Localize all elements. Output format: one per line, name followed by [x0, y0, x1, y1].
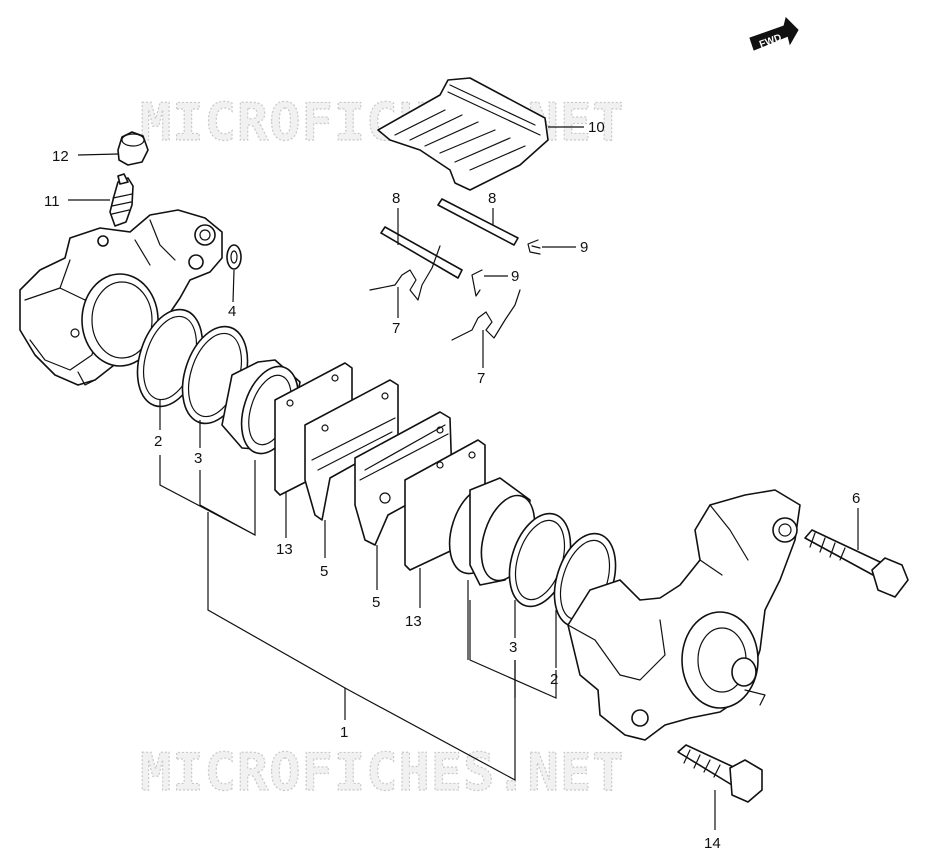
callout-2-right: 2	[550, 671, 558, 688]
callout-5-right: 5	[372, 594, 380, 611]
callout-8-right: 8	[488, 190, 496, 207]
callout-4: 4	[228, 303, 236, 320]
pad-pin-left	[380, 226, 463, 279]
callout-1: 1	[340, 724, 348, 741]
callout-13-left: 13	[276, 541, 293, 558]
callout-11: 11	[44, 193, 60, 210]
mounting-bolt-upper	[804, 529, 909, 598]
bleeder-valve	[109, 173, 134, 227]
watermark-bottom: MICROFICHES.NET	[140, 743, 625, 803]
callout-9-left: 9	[511, 268, 519, 285]
washer	[226, 244, 242, 270]
callout-labels: 12 11 4 10 8 8 9 9 7 7 2 3 13 5 5 13 3 2…	[44, 119, 860, 852]
callout-9-right: 9	[580, 239, 588, 256]
brake-pad-2	[354, 411, 453, 546]
callout-12: 12	[52, 148, 69, 165]
callout-5-left: 5	[320, 563, 328, 580]
bleeder-cap	[117, 131, 149, 166]
pad-pin-right	[437, 198, 519, 246]
brake-pad-1	[304, 379, 399, 521]
callout-8-left: 8	[392, 190, 400, 207]
mounting-bolt-lower	[677, 744, 763, 803]
pad-cover	[377, 77, 549, 191]
callout-10: 10	[588, 119, 605, 136]
callout-6: 6	[852, 490, 860, 507]
left-caliper-body	[19, 209, 223, 386]
watermark-top: MICROFICHES.NET	[140, 93, 625, 153]
fwd-arrow-badge: FWD	[749, 17, 799, 51]
callout-3-right: 3	[509, 639, 517, 656]
pad-spring-right	[451, 289, 521, 341]
pin-clip-right	[527, 239, 541, 255]
pin-clip-left	[471, 269, 483, 297]
callout-14: 14	[704, 835, 721, 852]
callout-13-right: 13	[405, 613, 422, 630]
callout-2-left: 2	[154, 433, 162, 450]
callout-7-right: 7	[477, 370, 485, 387]
leader-lines	[68, 126, 859, 830]
callout-3-left: 3	[194, 450, 202, 467]
right-caliper-body	[567, 489, 801, 741]
pad-spring-left	[369, 245, 441, 301]
callout-7-left: 7	[392, 320, 400, 337]
